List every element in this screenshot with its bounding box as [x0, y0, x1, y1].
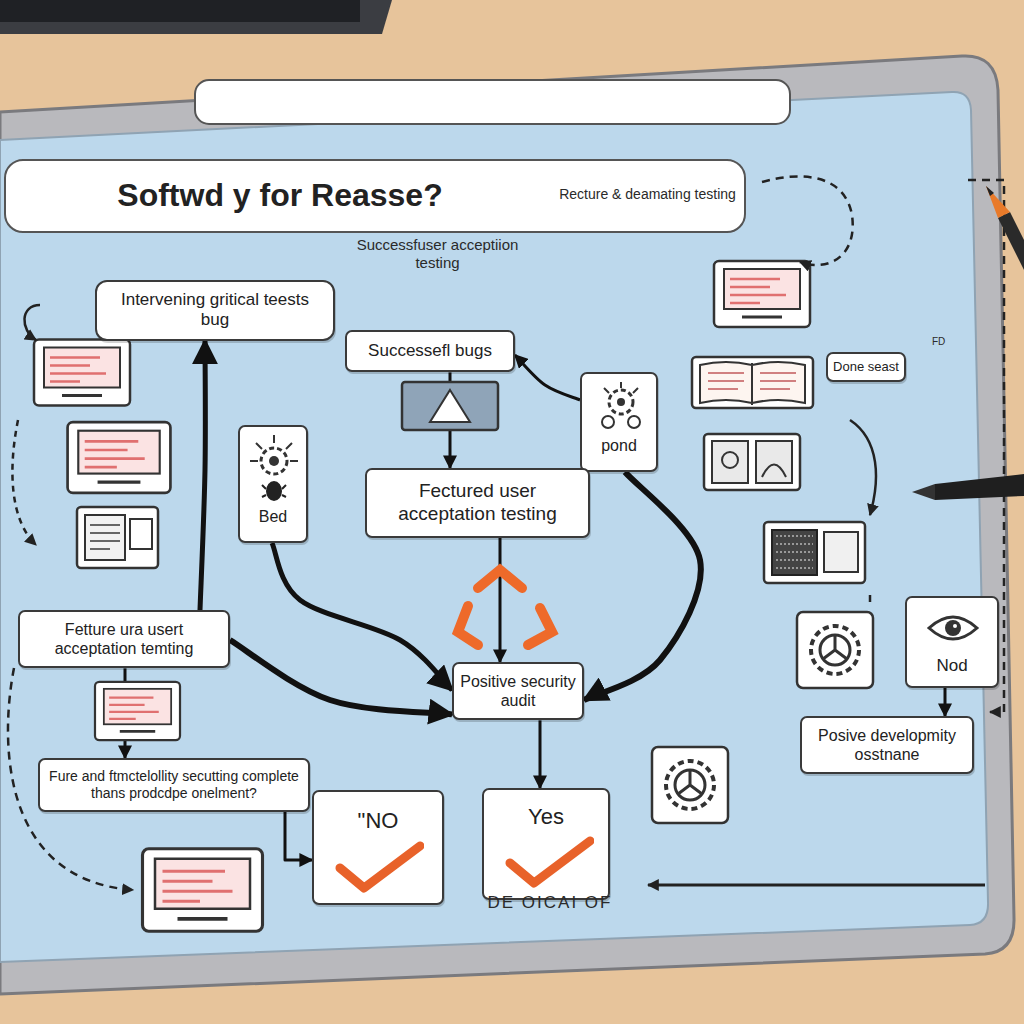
node-text: Fetture ura usert acceptation temting — [26, 620, 222, 658]
process-box: Fectured user acceptation testing — [365, 468, 590, 538]
pencil — [986, 186, 1024, 270]
top-bar — [195, 80, 790, 124]
process-box: Positive security audit — [452, 662, 584, 720]
flow-arrow — [584, 472, 701, 700]
laptop-icon — [95, 682, 180, 740]
gear-icon — [652, 747, 728, 823]
node-text: Positive security audit — [460, 672, 576, 710]
eye-box: Nod — [905, 596, 999, 688]
check-mark — [334, 840, 424, 895]
process-box: Successefl bugs — [345, 330, 515, 372]
tag-node: Bed — [238, 425, 308, 543]
flow-arrow — [499, 538, 502, 662]
node-text: Yes — [490, 804, 602, 830]
flow-arrow — [539, 720, 542, 788]
monitor-icon — [34, 340, 130, 406]
gear-icon — [797, 612, 873, 688]
gear-tag-icon — [594, 380, 648, 432]
book-icon — [692, 357, 813, 408]
tablet-screen — [0, 92, 988, 962]
node-text: Posive developmity osstnane — [808, 726, 966, 764]
flow-arrow — [515, 355, 580, 400]
warning-screen-icon — [402, 382, 498, 430]
decor-arrows — [8, 176, 1004, 890]
answer-box: Yes — [482, 788, 610, 900]
recycle-icon — [458, 570, 552, 645]
laptop-corner — [0, 0, 392, 34]
check-mark — [504, 835, 594, 890]
small-mark: FD — [932, 336, 962, 348]
laptop-icon — [143, 849, 263, 932]
answer-box: "NO — [312, 790, 444, 905]
process-box: Intervening gritical teests bug — [95, 280, 335, 341]
monitor-icon — [714, 261, 810, 327]
monitor-icon — [68, 422, 171, 493]
panel-icon — [764, 522, 865, 583]
node-text: pond — [586, 436, 652, 455]
document-icon — [77, 507, 158, 568]
footer-text: DE OICAI OF — [465, 893, 635, 913]
eye-icon — [925, 606, 981, 650]
node-text: Nod — [913, 656, 991, 676]
flow-arrow — [272, 543, 452, 690]
node-text: Fectured user acceptation testing — [375, 480, 580, 526]
bug-icon — [248, 433, 300, 503]
process-box: Fetture ura usert acceptation temting — [18, 610, 230, 668]
laptop-screen — [0, 0, 360, 22]
node-text: Successefl bugs — [355, 341, 505, 361]
tag-node: pond — [580, 372, 658, 472]
note-box: Done seast — [826, 352, 906, 382]
node-text: Bed — [244, 507, 302, 526]
decision-box: Fure and ftmctelollity secutting complet… — [38, 758, 310, 812]
outcome-box: Posive developmity osstnane — [800, 716, 974, 774]
photo-icon — [704, 434, 800, 490]
pen — [912, 474, 1024, 500]
node-text: Fure and ftmctelollity secutting complet… — [48, 768, 300, 802]
flow-arrow — [285, 812, 312, 860]
step-label: Successfuser acceptiion testing — [355, 236, 520, 272]
flow-arrow — [944, 688, 947, 716]
node-text: "NO — [320, 808, 436, 834]
flow-arrow — [200, 341, 205, 610]
diagram-title: Softwd y for Reasse? — [20, 176, 540, 214]
node-text: Intervening gritical teests bug — [107, 290, 323, 331]
tablet-frame — [0, 56, 1014, 994]
node-text: Done seast — [832, 359, 900, 375]
step-label: Recture & deamating testing — [555, 186, 740, 203]
title-bar — [5, 160, 745, 232]
